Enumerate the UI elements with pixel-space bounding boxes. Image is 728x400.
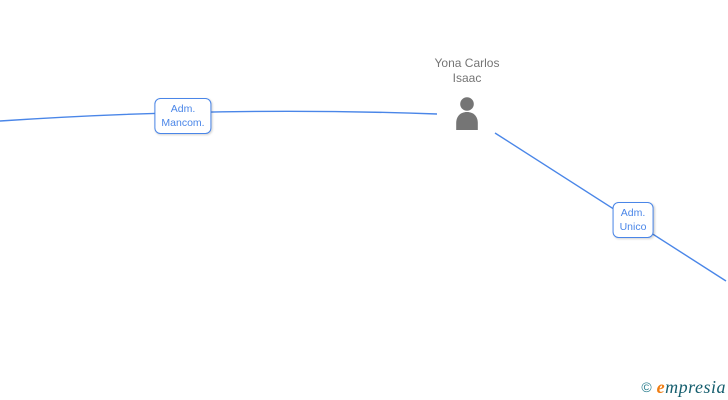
person-icon	[456, 97, 478, 130]
edge-label-line: Adm.	[620, 207, 646, 219]
empresia-logo[interactable]: © empresia	[641, 376, 726, 398]
node-name-line2: Isaac	[452, 71, 482, 85]
edge-label-adm-unico[interactable]: Adm. Unico	[612, 202, 654, 238]
wordmark-rest: mpresia	[665, 376, 726, 397]
edge-label-line: Adm.	[170, 103, 196, 115]
edge-line-adm-unico[interactable]	[494, 132, 727, 282]
edge-label-line: Unico	[619, 221, 647, 233]
edge-line-adm-mancom[interactable]	[0, 110, 438, 122]
edge-label-line: Mancom.	[161, 117, 205, 129]
node-name-line1: Yona Carlos	[434, 56, 500, 70]
node-name-label: Yona Carlos Isaac	[407, 56, 527, 86]
copyright-icon: ©	[641, 379, 652, 395]
wordmark-initial: e	[656, 376, 666, 397]
empresia-wordmark: empresia	[657, 377, 726, 398]
edge-label-adm-mancom[interactable]: Adm. Mancom.	[154, 98, 212, 134]
